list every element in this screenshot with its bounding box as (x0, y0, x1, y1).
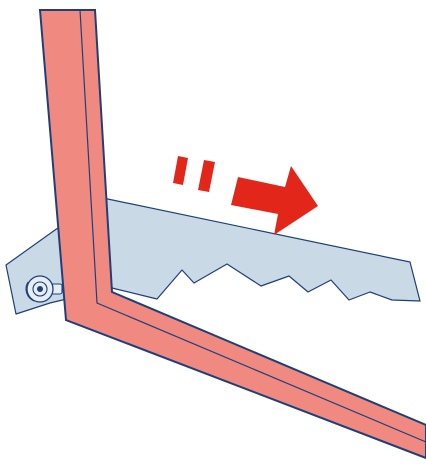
motion-dash-1 (173, 156, 188, 185)
motion-dash-2 (198, 160, 215, 192)
motion-dashes-icon (173, 156, 215, 192)
right-arrow-icon (231, 166, 318, 235)
bolt-head-center (37, 286, 43, 292)
saw-frame-body (38, 9, 426, 460)
motion-arrow (231, 166, 318, 235)
bolt-washer (25, 281, 35, 302)
bolt-icon (25, 275, 63, 303)
saw-frame-edge-line (79, 9, 426, 443)
bolt-head-inner (32, 281, 48, 297)
saw-frame (38, 9, 426, 460)
